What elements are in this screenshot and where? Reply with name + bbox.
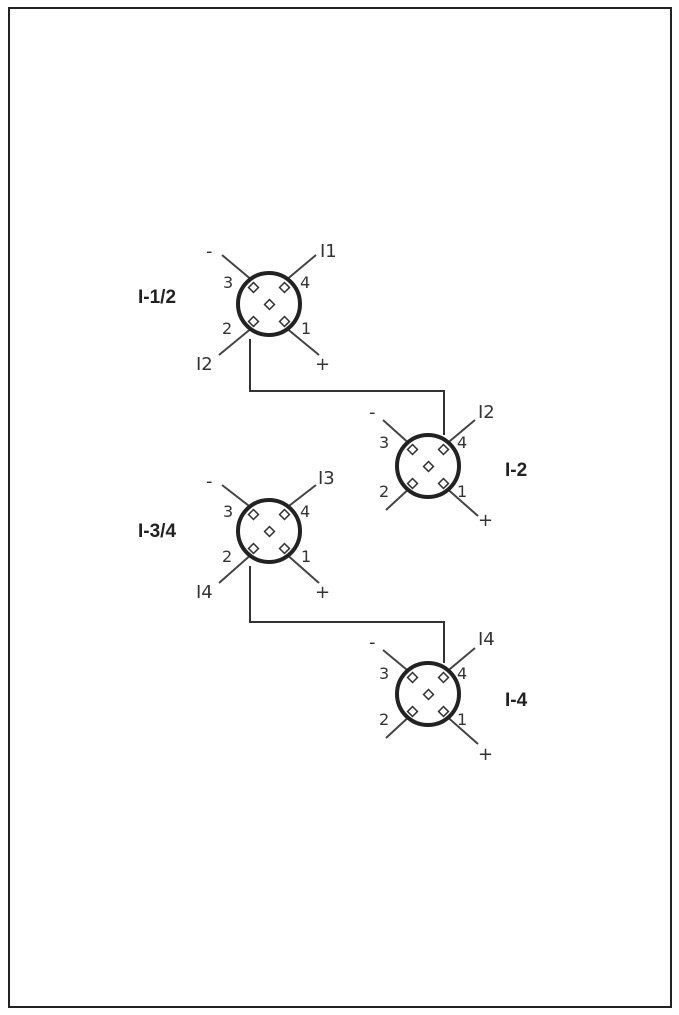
connector-i-4: 3 4 2 1 - I4 + I-4: [369, 629, 528, 765]
pin-1: 1: [457, 482, 467, 501]
signal-top-right: I4: [478, 629, 495, 650]
pin-hole: [247, 315, 260, 328]
pin-hole: [406, 443, 419, 456]
pin-hole: [437, 671, 450, 684]
signal-top-right: I3: [318, 468, 335, 489]
signal-bottom-right: +: [478, 744, 493, 765]
signal-bottom-left: I2: [196, 354, 213, 375]
pin-2: 2: [222, 547, 232, 566]
pin-2: 2: [379, 482, 389, 501]
pin-hole: [422, 460, 435, 473]
connector-label: I-3/4: [138, 521, 176, 542]
pin-hole: [247, 542, 260, 555]
cable-1-to-2: [249, 339, 445, 435]
pin-4: 4: [300, 273, 310, 292]
pin-3: 3: [223, 273, 233, 292]
pin-hole: [437, 705, 450, 718]
pin-hole: [422, 688, 435, 701]
signal-top-left: -: [369, 632, 376, 653]
diagram-frame: [8, 7, 672, 1008]
signal-bottom-right: +: [315, 582, 330, 603]
pin-hole: [278, 281, 291, 294]
signal-top-right: I1: [320, 241, 337, 262]
signal-bottom-right: +: [478, 510, 493, 531]
pin-3: 3: [379, 433, 389, 452]
pin-hole: [247, 281, 260, 294]
pin-4: 4: [457, 433, 467, 452]
pin-1: 1: [457, 710, 467, 729]
signal-top-right: I2: [478, 402, 495, 423]
connector-label: I-1/2: [138, 287, 176, 308]
pin-hole: [406, 477, 419, 490]
pin-hole: [278, 542, 291, 555]
pin-hole: [247, 508, 260, 521]
pin-hole: [406, 705, 419, 718]
pin-hole: [278, 315, 291, 328]
pin-3: 3: [223, 502, 233, 521]
connector-i-3-4: 3 4 2 1 - I3 I4 + I-3/4: [138, 468, 335, 603]
connector-i-2: 3 4 2 1 - I2 + I-2: [369, 402, 527, 531]
signal-top-left: -: [369, 402, 376, 423]
pin-4: 4: [300, 502, 310, 521]
pin-1: 1: [301, 319, 311, 338]
signal-bottom-left: I4: [196, 582, 213, 603]
pin-hole: [263, 525, 276, 538]
pin-hole: [263, 298, 276, 311]
signal-bottom-right: +: [315, 354, 330, 375]
connector-i-1-2: 3 4 2 1 - I1 I2 + I-1/2: [138, 241, 337, 375]
pin-hole: [278, 508, 291, 521]
pin-3: 3: [379, 664, 389, 683]
pin-2: 2: [222, 319, 232, 338]
pin-4: 4: [457, 664, 467, 683]
pin-hole: [437, 477, 450, 490]
signal-top-left: -: [206, 241, 213, 262]
connector-label: I-4: [505, 690, 528, 711]
pin-hole: [437, 443, 450, 456]
pin-1: 1: [301, 547, 311, 566]
signal-top-left: -: [206, 471, 213, 492]
pin-hole: [406, 671, 419, 684]
pin-2: 2: [379, 710, 389, 729]
cable-3-to-4: [249, 566, 445, 663]
connector-label: I-2: [505, 460, 527, 481]
